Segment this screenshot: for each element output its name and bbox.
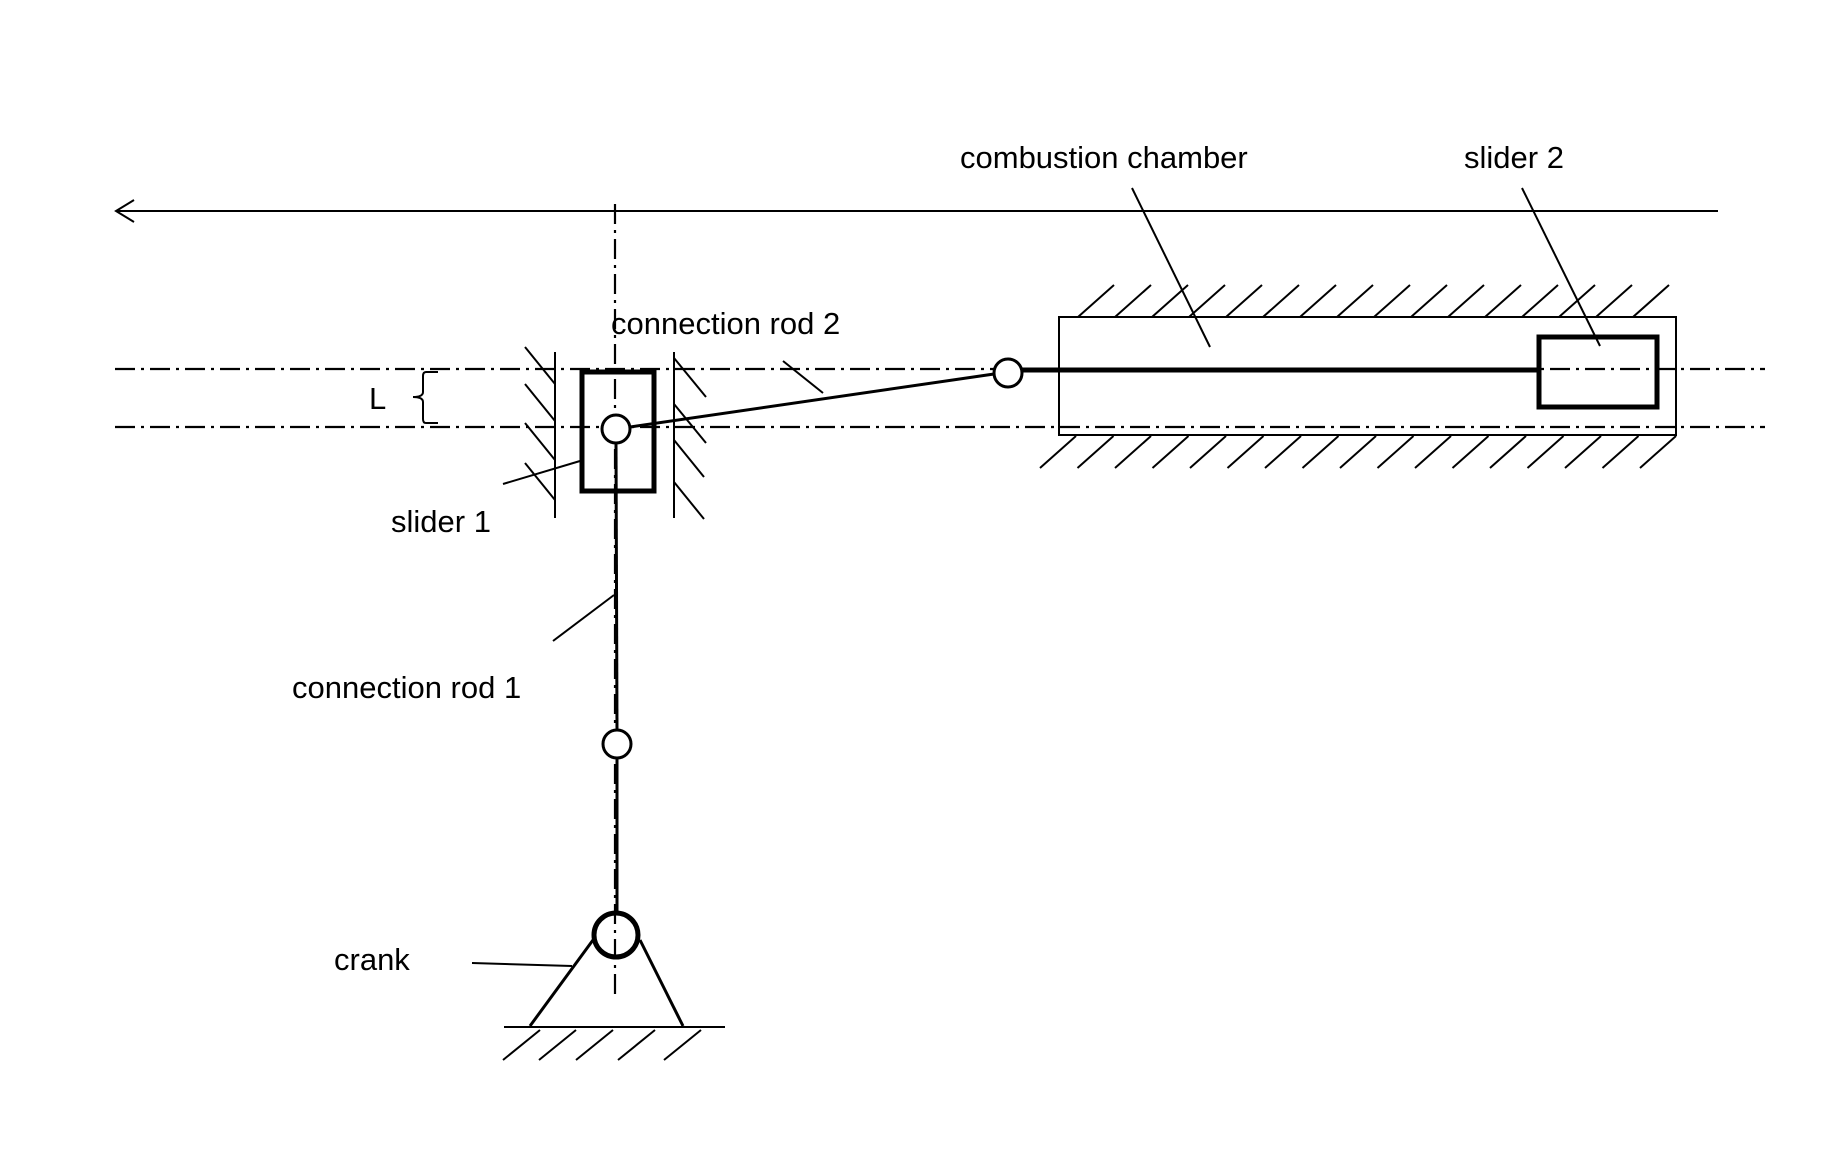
rod-2-pin-icon [992, 357, 1024, 389]
slider-2 [1536, 334, 1660, 410]
slider-1-pin-icon [600, 413, 632, 445]
hatch-stroke [1301, 435, 1340, 469]
hatch-stroke [1632, 284, 1670, 318]
crank-support-left-leg [528, 939, 595, 1027]
hatch-stroke [1151, 435, 1190, 469]
right-guide-hatch [673, 357, 707, 520]
ground-hatch [502, 1029, 702, 1061]
connection-rod-2-leader [782, 360, 824, 394]
crank-support [502, 910, 725, 1061]
leader-lines [471, 187, 1601, 967]
hatch-stroke [1336, 284, 1374, 318]
chamber-hatch-top [1077, 284, 1670, 318]
offset-label: L [369, 381, 386, 416]
hatch-stroke [1188, 284, 1226, 318]
hatch-stroke [1564, 435, 1602, 469]
rod-1-mid-pin-icon [601, 728, 633, 760]
hatch-stroke [1376, 435, 1415, 469]
hatch-stroke [1264, 435, 1302, 469]
slider-1 [579, 369, 657, 494]
crank-support-right-leg [638, 939, 685, 1027]
slider-1-label: slider 1 [391, 504, 491, 539]
hatch-stroke [1262, 284, 1300, 318]
slider-1-guides [524, 346, 707, 520]
hatch-stroke [1114, 435, 1152, 469]
hatch-stroke [1226, 435, 1265, 469]
hatch-stroke [1114, 284, 1152, 318]
crank-pivot-icon [591, 910, 641, 960]
left-guide-hatch [524, 346, 556, 501]
connection-rod-1-upper [614, 442, 619, 731]
hatch-stroke [1484, 284, 1522, 318]
combustion-chamber-label: combustion chamber [960, 140, 1248, 175]
hatch-stroke [1489, 435, 1527, 469]
direction-arrow [114, 199, 1718, 223]
hatch-stroke [1521, 284, 1559, 318]
arrow-head-icon [114, 199, 135, 223]
hatch-stroke [1451, 435, 1490, 469]
hatch-stroke [1339, 435, 1377, 469]
hatch-stroke [1526, 435, 1565, 469]
crank-leader [471, 962, 573, 967]
connection-rod-1-label: connection rod 1 [292, 670, 521, 705]
center-lines [115, 204, 1765, 997]
crank-label: crank [334, 942, 410, 977]
slider-2-leader [1521, 187, 1601, 347]
slider-2-label: slider 2 [1464, 140, 1564, 175]
hatch-stroke [1410, 284, 1448, 318]
combustion-chamber [1039, 284, 1677, 469]
chamber-housing [1058, 316, 1677, 436]
slider-1-leader [502, 460, 581, 485]
connection-rod-2 [629, 372, 995, 429]
hatch-stroke [1076, 435, 1115, 469]
hatch-stroke [1039, 435, 1077, 469]
hatch-stroke [1447, 284, 1485, 318]
hatch-stroke [1601, 435, 1640, 469]
connection-rod-1-leader [552, 594, 615, 642]
combustion-chamber-leader [1131, 187, 1211, 348]
hatch-stroke [1639, 435, 1677, 469]
chamber-hatch-bottom [1039, 435, 1677, 469]
offset-dimension: L [369, 371, 438, 424]
hatch-stroke [1373, 284, 1411, 318]
hatch-stroke [1595, 284, 1633, 318]
hatch-stroke [1299, 284, 1337, 318]
hatch-stroke [1189, 435, 1227, 469]
brace-icon [412, 371, 438, 424]
hatch-stroke [1225, 284, 1263, 318]
hatch-stroke [1414, 435, 1452, 469]
hatch-stroke [1077, 284, 1115, 318]
connection-rod-2-label: connection rod 2 [611, 306, 840, 341]
